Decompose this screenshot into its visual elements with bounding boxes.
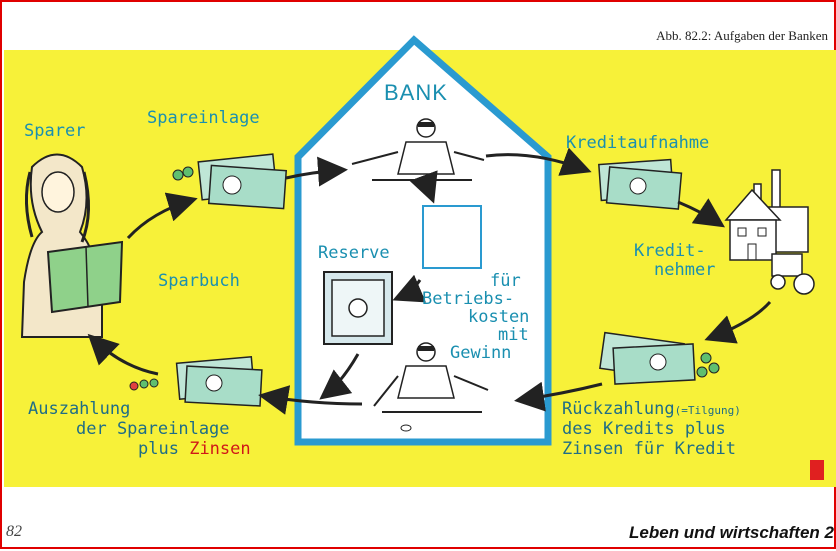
label-payout-3: plus Zinsen	[138, 440, 251, 459]
label-repayment-2: des Kredits plus	[562, 420, 726, 439]
label-borrower-2: nehmer	[654, 261, 715, 280]
label-savings-deposit: Spareinlage	[147, 109, 260, 128]
label-repayment-1: Rückzahlung(=Tilgung)	[562, 400, 741, 420]
payout-money-icon	[130, 357, 262, 406]
bank-title: BANK	[384, 80, 448, 106]
label-saver: Sparer	[24, 122, 85, 141]
label-savings-book: Sparbuch	[158, 272, 240, 291]
red-marker	[810, 460, 824, 480]
book-title: Leben und wirtschaften 2	[629, 523, 834, 543]
label-payout-1: Auszahlung	[28, 400, 130, 419]
label-payout-2: der Spareinlage	[76, 420, 230, 439]
label-credit-intake: Kreditaufnahme	[566, 134, 709, 153]
label-costs-5: Gewinn	[450, 344, 511, 363]
borrower-farm-icon	[726, 170, 814, 294]
page-number: 82	[6, 523, 22, 541]
saver-figure-icon	[22, 155, 122, 338]
label-reserve: Reserve	[318, 244, 390, 263]
safe-icon	[324, 272, 392, 344]
operating-cost-box	[423, 206, 481, 268]
label-repayment-3: Zinsen für Kredit	[562, 440, 736, 459]
credit-money-icon	[599, 160, 682, 210]
label-borrower-1: Kredit-	[634, 242, 706, 261]
repayment-money-icon	[600, 333, 719, 384]
